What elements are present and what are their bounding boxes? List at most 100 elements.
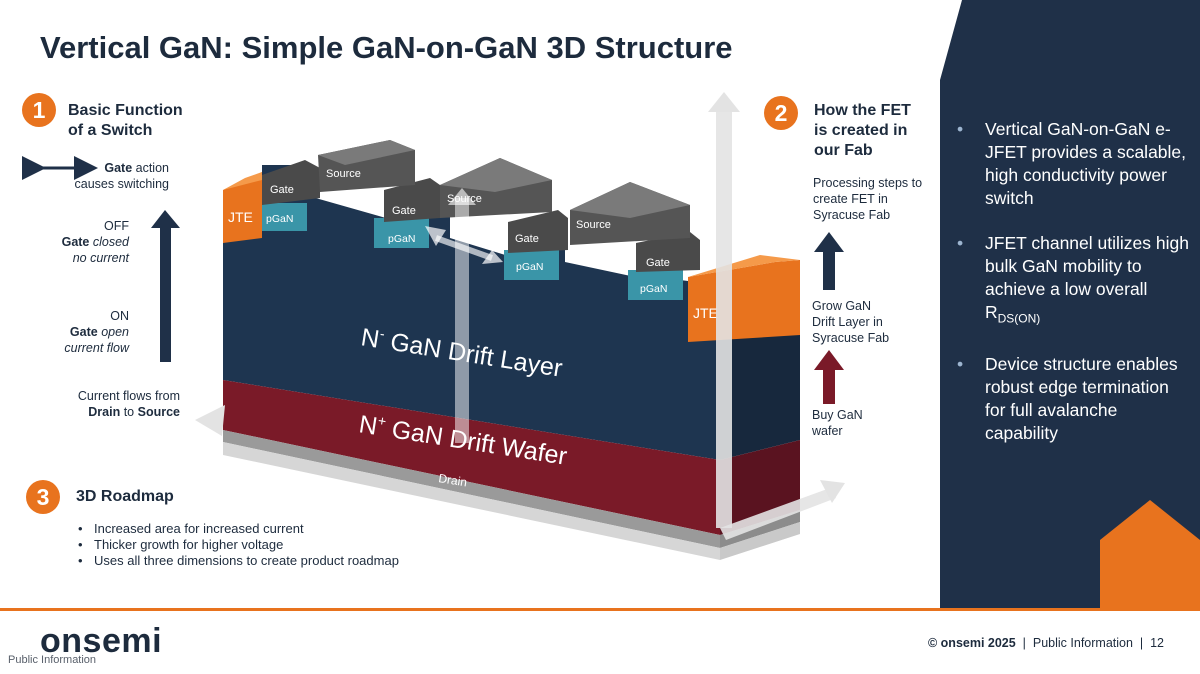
base-layer (223, 442, 720, 560)
source-top (570, 182, 690, 218)
grow-line2: Drift Layer in (812, 315, 883, 329)
fab-arrow-red-head (814, 350, 844, 370)
fab-arrow-navy (823, 250, 835, 290)
classification-label: Public Information (8, 654, 97, 666)
pgan-label: pGaN (266, 213, 293, 225)
current-to: to (120, 405, 138, 419)
onsemi-logo: onsemi (40, 622, 163, 660)
lateral-channel-arrow (434, 235, 494, 261)
bullet-subscript: DS(ON) (997, 311, 1041, 326)
on-line3: current flow (64, 341, 129, 355)
vertical-current-arrow (455, 198, 469, 443)
jte-left-top (223, 172, 262, 190)
current-source: Source (137, 405, 180, 419)
processing-line2: create FET in (813, 192, 888, 206)
right-panel (940, 0, 1200, 608)
gate-block (262, 160, 320, 205)
grow-text: Grow GaN Drift Layer in Syracuse Fab (812, 298, 889, 346)
off-label: OFF (104, 219, 129, 233)
section-3-heading: 3D Roadmap (76, 488, 174, 505)
buy-line2: wafer (812, 424, 843, 438)
footer-separator: | (1139, 636, 1144, 650)
jte-label-right: JTE (693, 305, 718, 321)
vertical-current-arrowhead (448, 188, 476, 205)
buy-line1: Buy GaN (812, 408, 863, 422)
section-2-heading-line1: How the FET (814, 102, 911, 119)
axis-left-head (195, 405, 225, 436)
drift-wafer (223, 380, 720, 535)
grow-line1: Grow GaN (812, 299, 872, 313)
jte-label-left: JTE (228, 209, 253, 225)
vertical-gan-diagram: Gate Source Gate Source Gate Source Gate… (22, 92, 845, 560)
off-gate-rest: closed (89, 235, 129, 249)
gate-bold: Gate (104, 161, 133, 175)
section-1-heading: Basic Function of a Switch (68, 101, 183, 141)
processing-line3: Syracuse Fab (813, 208, 891, 222)
on-gate-bold: Gate (69, 325, 98, 339)
off-line3: no current (72, 251, 129, 265)
pgan-block (262, 203, 307, 231)
axis-vertical-head (708, 92, 740, 112)
gate-block (508, 210, 568, 253)
fab-arrow-navy-head (814, 232, 844, 252)
on-label: ON (110, 309, 129, 323)
slide-title: Vertical GaN: Simple GaN-on-GaN 3D Struc… (40, 30, 733, 65)
roadmap-list: Increased area for increased current Thi… (76, 521, 399, 569)
gate-block (384, 178, 440, 222)
bullet-dot: • (957, 353, 964, 374)
jte-left (223, 172, 262, 243)
bullet-text: Device structure enables robust edge ter… (985, 353, 1178, 443)
section-2-heading-line3: our Fab (814, 142, 873, 159)
gate-label: Gate (515, 233, 539, 245)
drain-label: Drain (438, 471, 469, 489)
section-1-heading-line2: of a Switch (68, 122, 153, 139)
panel-decoration (940, 0, 1200, 608)
pgan-block (628, 270, 683, 300)
footer-divider (0, 608, 1200, 611)
section-1-heading-line1: Basic Function (68, 102, 183, 119)
current-flow-text: Current flows from Drain to Source (30, 388, 180, 420)
current-arrow-head (151, 210, 180, 228)
pgan-label: pGaN (388, 233, 415, 245)
footer-separator: | (1022, 636, 1026, 650)
section-2-badge: 2 (764, 96, 798, 130)
current-arrow-shaft (160, 226, 171, 362)
bullet-text: JFET channel utilizes high bulk GaN mobi… (985, 233, 1189, 322)
off-gate-bold: Gate (61, 235, 90, 249)
source-label: Source (326, 168, 361, 180)
on-gate-rest: open (97, 325, 129, 339)
current-drain: Drain (88, 405, 121, 419)
bullet-dot: • (957, 233, 964, 253)
section-2-heading: How the FET is created in our Fab (814, 101, 911, 161)
bullet-dot: • (957, 119, 964, 139)
lateral-arrowhead-left (425, 226, 446, 246)
processing-text: Processing steps to create FET in Syracu… (813, 175, 922, 223)
gate-label: Gate (646, 257, 670, 269)
pgan-block (374, 218, 429, 248)
bullet-item: • JFET channel utilizes high bulk GaN mo… (955, 232, 1190, 331)
axis-depth-head (820, 480, 845, 503)
axis-vertical (716, 110, 732, 528)
drift-layer (223, 165, 720, 460)
gate-block (636, 232, 700, 272)
buy-text: Buy GaN wafer (812, 407, 863, 439)
roadmap-item: Thicker growth for higher voltage (76, 537, 399, 553)
pgan-label: pGaN (516, 261, 543, 273)
current-line1: Current flows from (77, 389, 180, 403)
gate-action-rest: action (132, 161, 169, 175)
base-side-face (720, 522, 800, 560)
panel-notch (940, 0, 962, 80)
drain-layer (223, 430, 720, 548)
section-2-heading-line2: is created in (814, 122, 908, 139)
gate-label: Gate (270, 184, 294, 196)
section-1-badge: 1 (22, 93, 56, 127)
lateral-arrowhead-right (482, 250, 503, 264)
source-top (440, 158, 552, 192)
fab-arrow-red (823, 368, 835, 404)
roadmap-item: Increased area for increased current (76, 521, 399, 537)
pgan-block (504, 250, 559, 280)
gate-action-line2: causes switching (74, 177, 170, 191)
bullet-text: Vertical GaN-on-GaN e-JFET provides a sc… (985, 119, 1187, 208)
processing-line1: Processing steps to (813, 176, 923, 190)
source-top (318, 140, 415, 165)
